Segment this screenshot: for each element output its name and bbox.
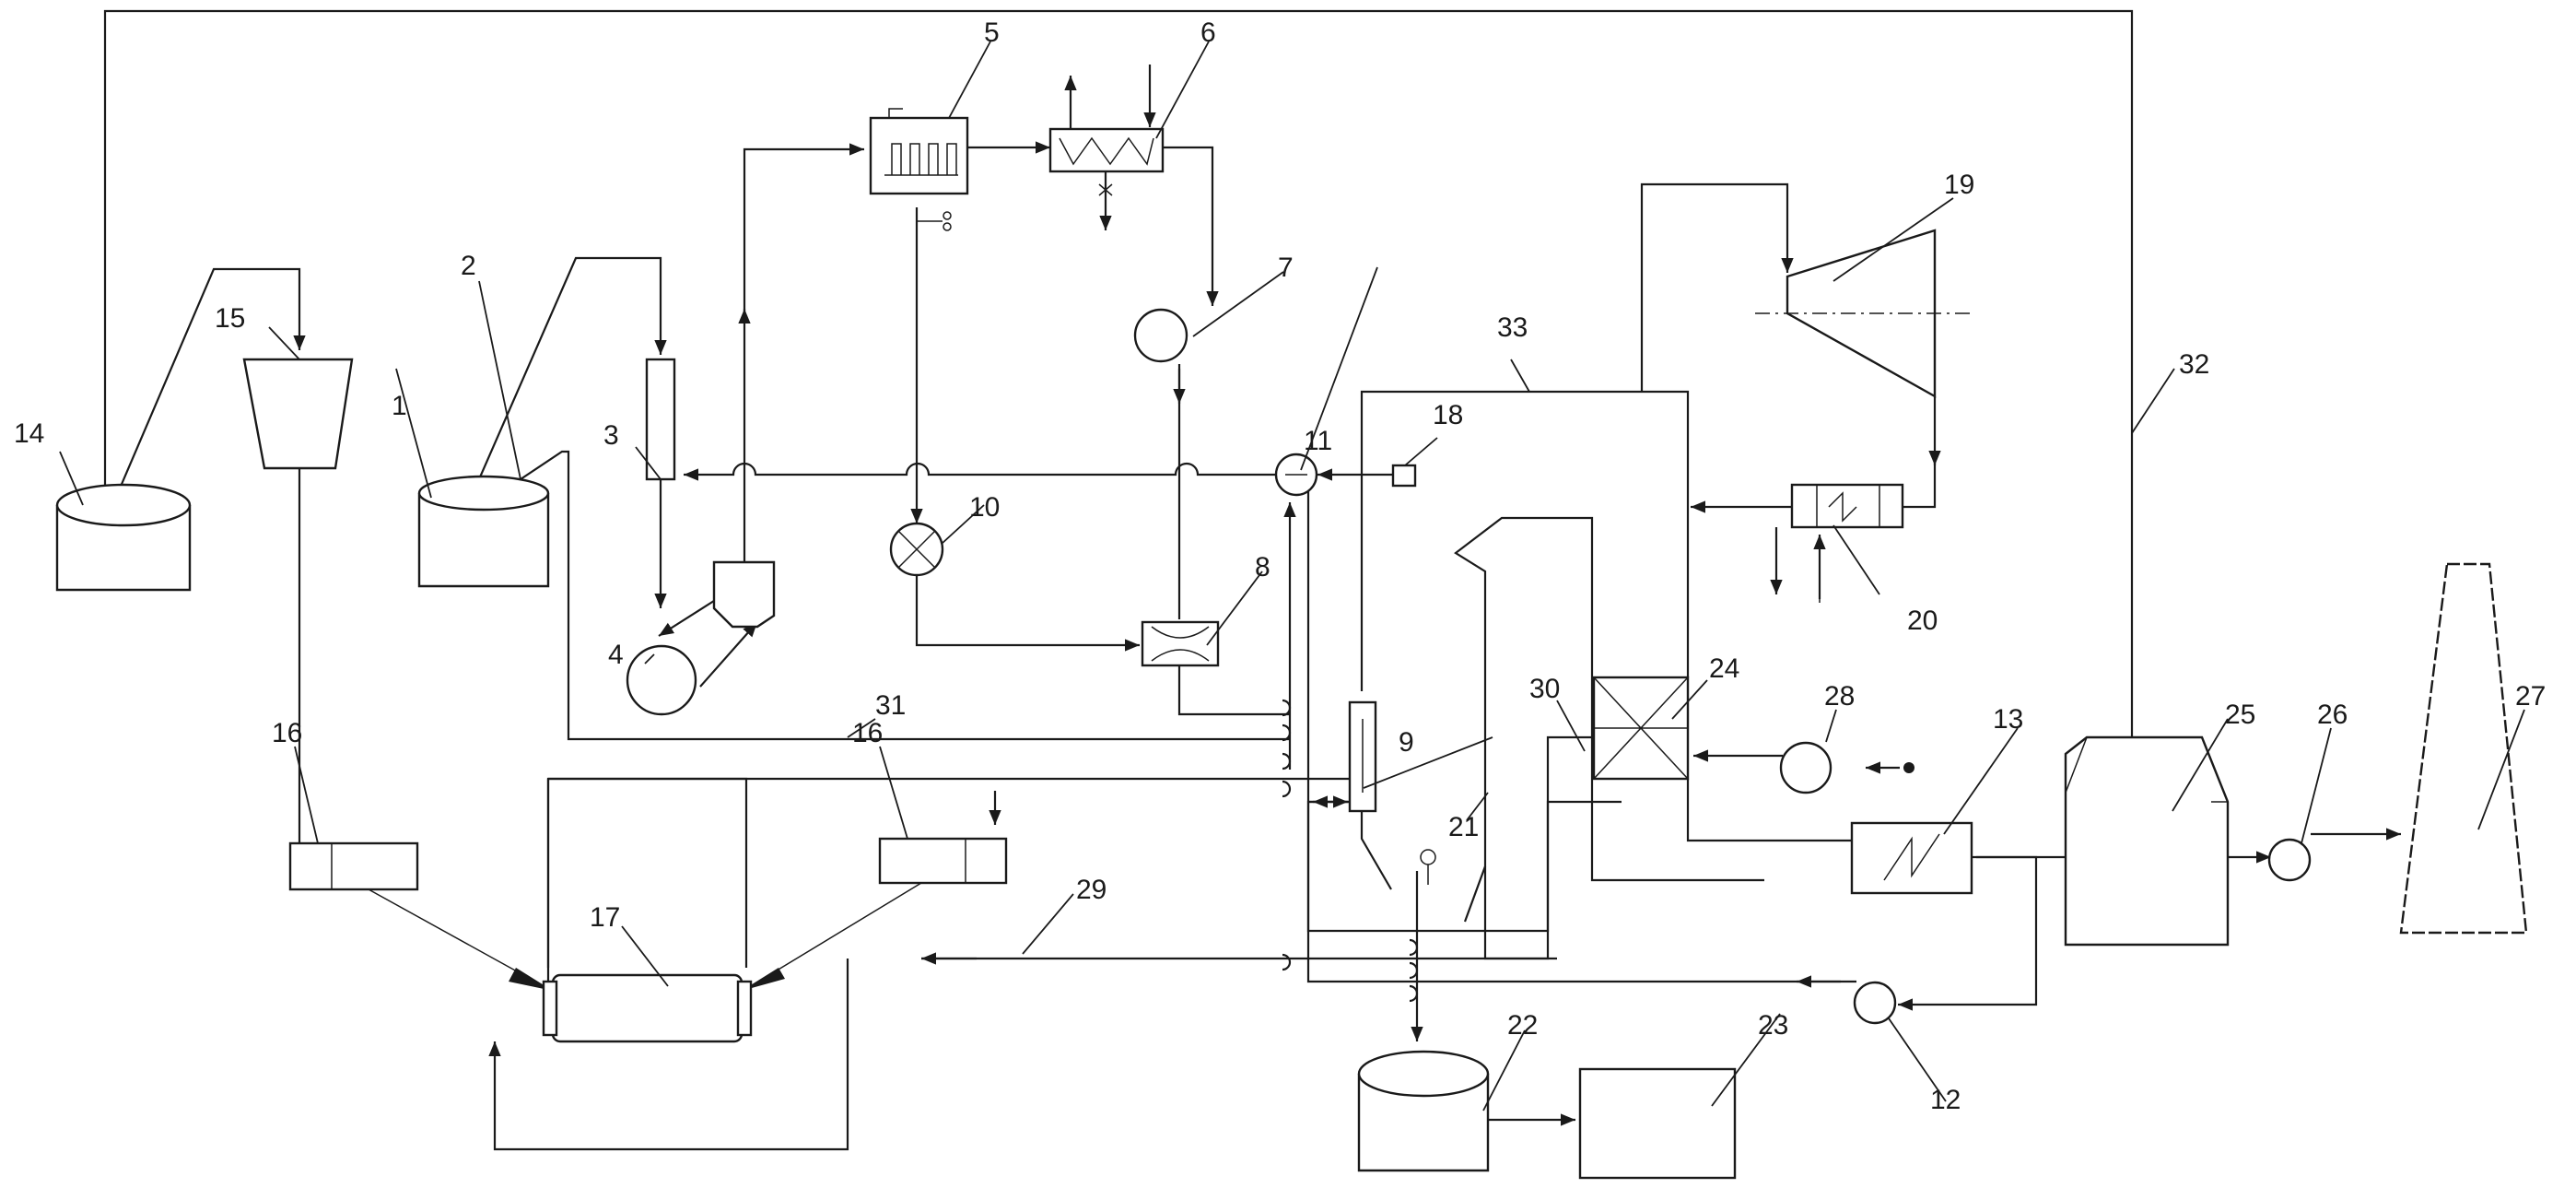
label-6: 6 bbox=[1200, 18, 1216, 48]
fan-26 bbox=[2267, 838, 2312, 882]
pipe-19-to-20b bbox=[1903, 461, 1937, 509]
label-11: 11 bbox=[1304, 426, 1332, 456]
label-5: 5 bbox=[984, 18, 1000, 48]
label-27: 27 bbox=[2515, 681, 2546, 712]
feeder-16-left bbox=[288, 841, 553, 991]
label-21: 21 bbox=[1448, 812, 1479, 842]
pipe-30 bbox=[1483, 735, 1594, 960]
label-28: 28 bbox=[1824, 681, 1855, 712]
stack-27 bbox=[2399, 562, 2528, 935]
label-30: 30 bbox=[1529, 674, 1560, 704]
valve-10 bbox=[889, 522, 944, 577]
fan-28 bbox=[1779, 741, 1914, 794]
label-19: 19 bbox=[1944, 170, 1974, 200]
pipe-17-bottom bbox=[488, 959, 849, 1151]
mixer-9 bbox=[1308, 700, 1377, 813]
tank-22 bbox=[1357, 1050, 1490, 1172]
cyclone-separator bbox=[712, 560, 776, 629]
label-24: 24 bbox=[1709, 653, 1739, 684]
label-2: 2 bbox=[461, 251, 476, 281]
pipe-crossing-hops bbox=[1282, 699, 1419, 1003]
unit-23 bbox=[1578, 1067, 1737, 1180]
pipe-up-to-5 bbox=[743, 143, 864, 313]
label-3: 3 bbox=[603, 420, 619, 451]
label-29: 29 bbox=[1076, 875, 1107, 905]
furnace-21 bbox=[1454, 516, 1764, 923]
pipe-cyclone-to-4 bbox=[658, 598, 718, 637]
tank-14 bbox=[55, 483, 192, 592]
label-16-right: 16 bbox=[852, 718, 883, 748]
economizer-13 bbox=[1850, 821, 1973, 895]
air-preheater-24 bbox=[1592, 676, 1690, 781]
flue-duct-33 bbox=[1360, 390, 1690, 691]
label-31: 31 bbox=[875, 690, 906, 721]
pipe-8-to-9 bbox=[1177, 665, 1290, 716]
label-22: 22 bbox=[1507, 1010, 1538, 1041]
pump-12 bbox=[1853, 981, 1897, 1025]
pump-11 bbox=[1274, 453, 1318, 497]
label-15: 15 bbox=[215, 303, 245, 334]
label-7: 7 bbox=[1278, 253, 1294, 283]
label-20: 20 bbox=[1907, 606, 1938, 636]
leader-lines bbox=[59, 41, 2525, 1112]
label-12: 12 bbox=[1930, 1085, 1961, 1115]
pipe-6-to-7 bbox=[1163, 146, 1219, 306]
pipe-14-to-15 bbox=[118, 267, 306, 489]
pipe-31 bbox=[520, 450, 1290, 741]
label-10: 10 bbox=[969, 492, 1000, 523]
column-3 bbox=[645, 358, 676, 481]
heater-5 bbox=[869, 108, 969, 231]
label-23: 23 bbox=[1758, 1010, 1788, 1041]
label-16-left: 16 bbox=[272, 718, 302, 748]
label-9: 9 bbox=[1399, 727, 1414, 758]
flue-duct-to-13 bbox=[1686, 779, 1852, 842]
pump-7 bbox=[1133, 308, 1188, 363]
pipe-11-to-3 bbox=[684, 462, 1276, 481]
label-18: 18 bbox=[1433, 400, 1463, 430]
label-17: 17 bbox=[590, 902, 620, 933]
feeder-16-right bbox=[742, 837, 1008, 991]
thermocouple bbox=[1420, 849, 1436, 885]
dust-collector-25 bbox=[2064, 735, 2230, 947]
label-14: 14 bbox=[14, 418, 44, 449]
label-26: 26 bbox=[2317, 700, 2348, 730]
ejector-8 bbox=[1141, 620, 1220, 667]
pump-4 bbox=[626, 644, 697, 716]
label-13: 13 bbox=[1993, 704, 2023, 735]
pipe-2 bbox=[477, 256, 667, 480]
rotary-kiln-17 bbox=[542, 973, 753, 1043]
pipe-32 bbox=[103, 9, 2134, 737]
pipe-12-loop bbox=[1306, 470, 1841, 983]
hopper-15 bbox=[242, 358, 354, 470]
label-4: 4 bbox=[608, 640, 624, 670]
pipe-17-box bbox=[546, 777, 748, 968]
label-8: 8 bbox=[1255, 552, 1270, 582]
tank-1 bbox=[417, 475, 550, 588]
condenser-20 bbox=[1770, 483, 1904, 603]
label-32: 32 bbox=[2179, 349, 2209, 380]
exchanger-6 bbox=[1048, 65, 1165, 230]
pipelines bbox=[103, 9, 2401, 1151]
pipe-4-to-cyclone bbox=[699, 621, 758, 688]
label-33: 33 bbox=[1497, 312, 1528, 343]
label-1: 1 bbox=[392, 391, 407, 421]
sensor-18 bbox=[1391, 464, 1417, 488]
pipe-10-to-8 bbox=[915, 574, 1140, 652]
label-25: 25 bbox=[2225, 700, 2255, 730]
steam-to-19 bbox=[1640, 182, 1794, 392]
reference-numerals: 1 2 3 4 5 6 7 8 9 10 11 12 13 14 15 16 1… bbox=[14, 18, 2546, 1115]
